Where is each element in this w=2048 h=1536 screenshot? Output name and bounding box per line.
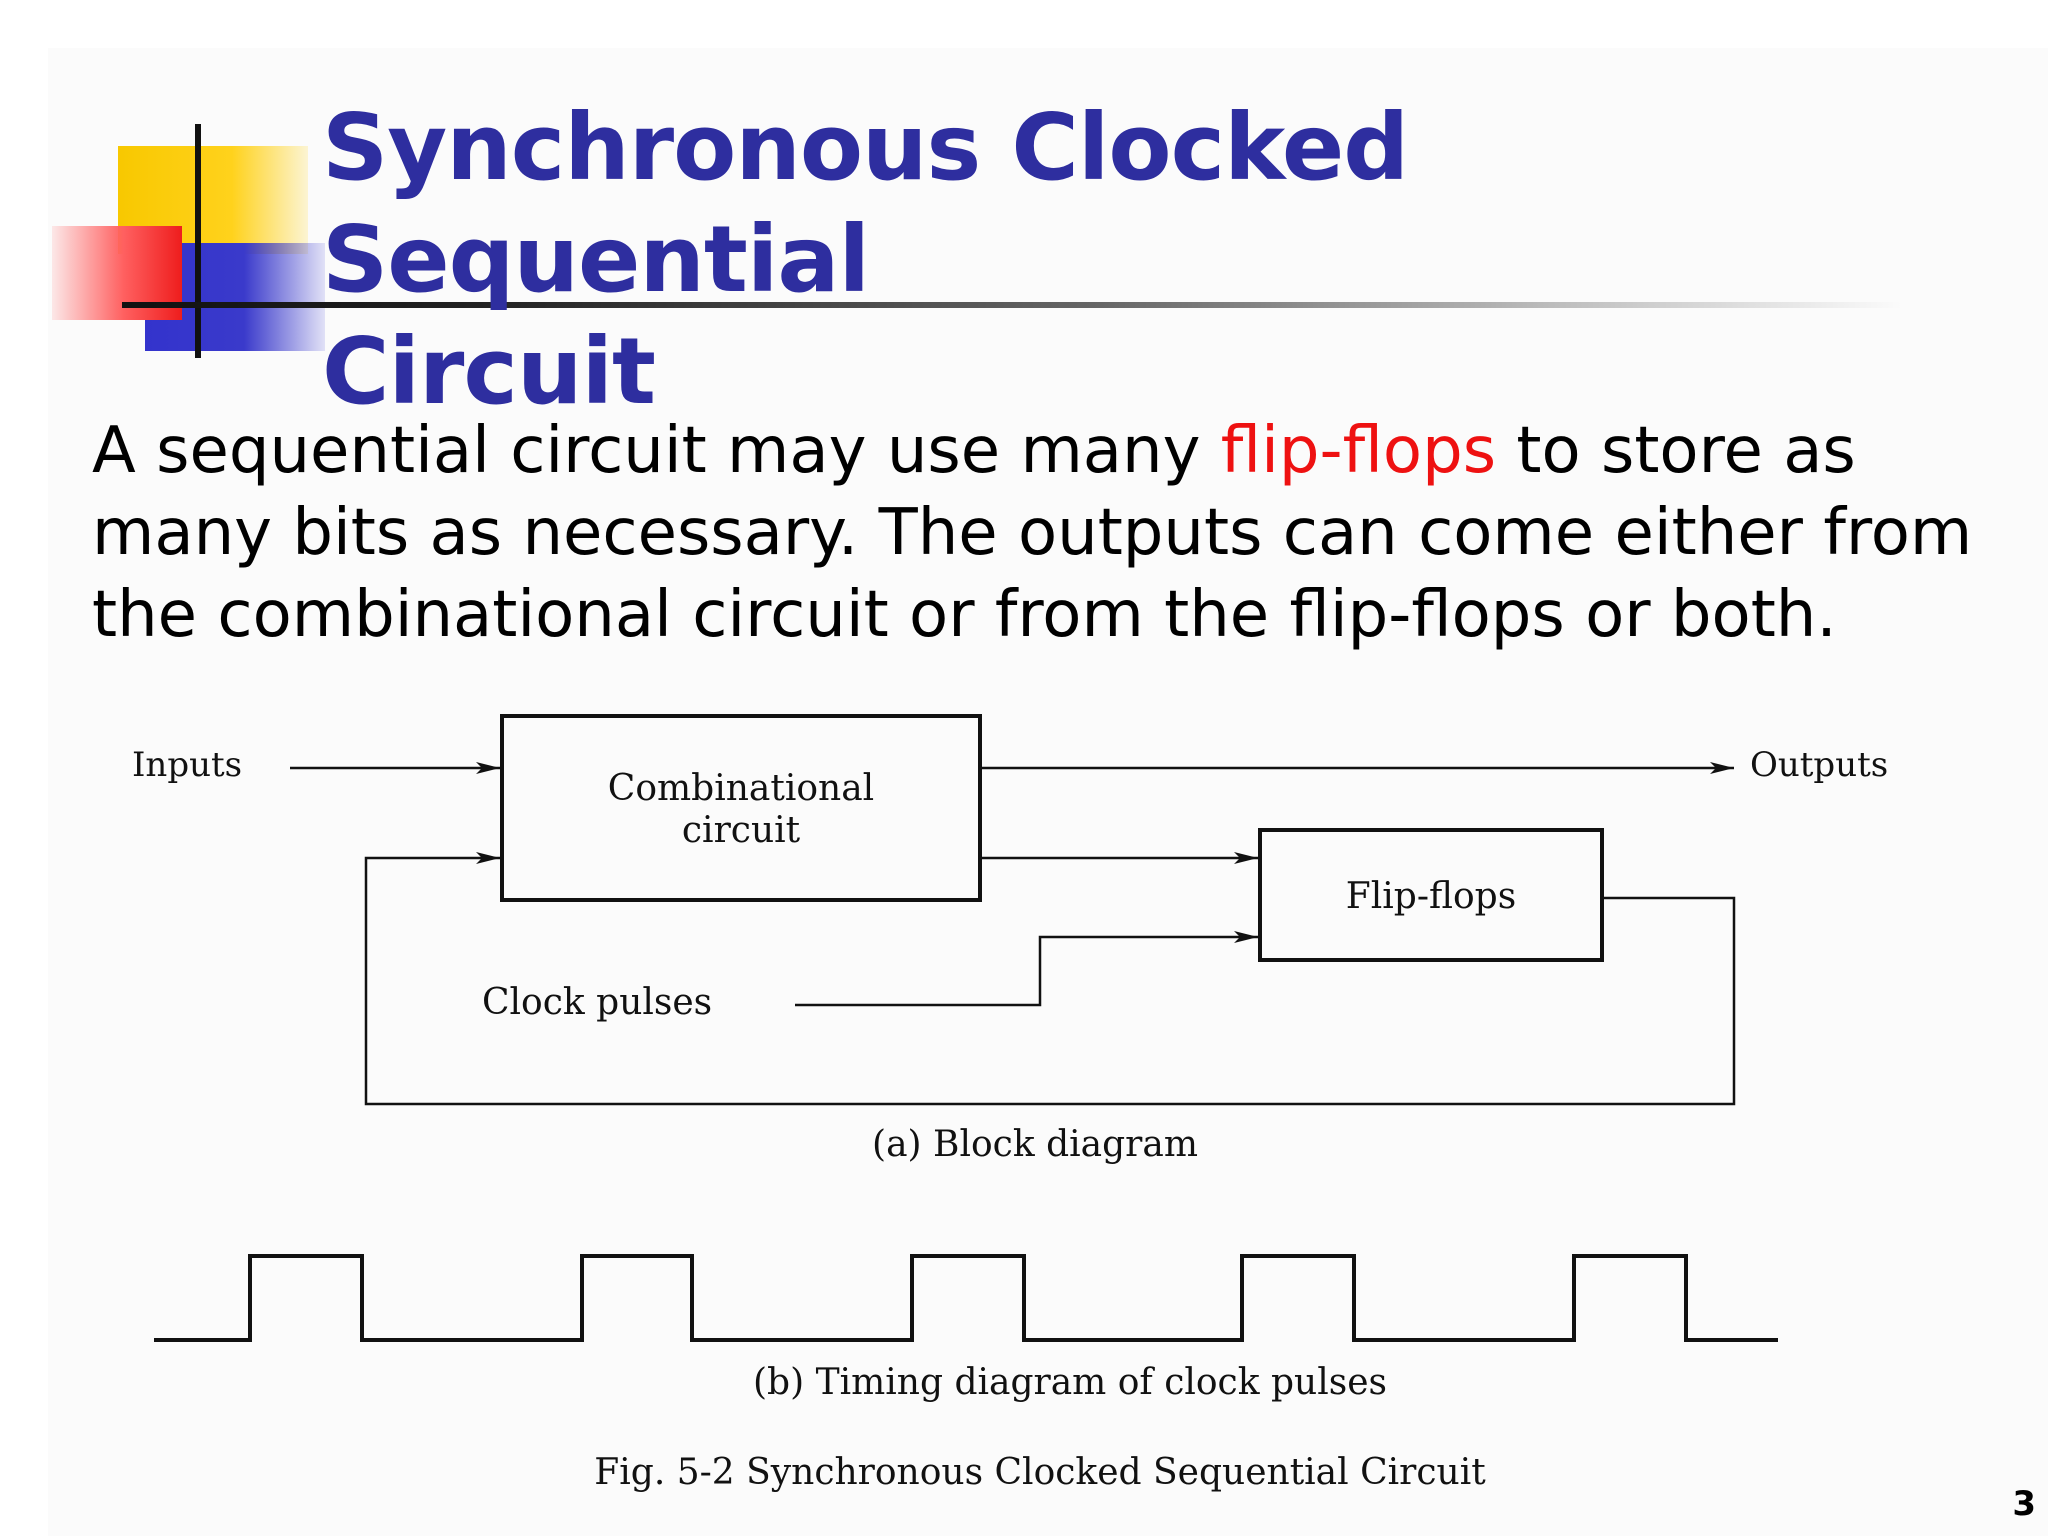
block-diagram-caption: (a) Block diagram bbox=[872, 1124, 1198, 1165]
flip-flops-label: Flip-flops bbox=[1346, 876, 1516, 917]
slide-title-line2: Circuit bbox=[322, 318, 656, 425]
inputs-label: Inputs bbox=[132, 745, 242, 785]
flip-flops-box bbox=[1258, 828, 1604, 962]
body-text-part2: to store as many bits as necessary. The … bbox=[92, 414, 1973, 652]
timing-diagram-caption: (b) Timing diagram of clock pulses bbox=[753, 1362, 1387, 1403]
figure-caption: Fig. 5-2 Synchronous Clocked Sequential … bbox=[594, 1452, 1486, 1493]
body-text-part1: A sequential circuit may use many bbox=[92, 414, 1221, 488]
page-number: 3 bbox=[2012, 1484, 2036, 1524]
slide-title-line1: Synchronous Clocked Sequential bbox=[322, 94, 1409, 313]
feedback-arrow bbox=[364, 852, 1736, 1106]
clock-timing-waveform bbox=[154, 1254, 1778, 1342]
decor-vertical-line bbox=[195, 124, 201, 358]
clock-arrow bbox=[795, 931, 1258, 1007]
body-paragraph: A sequential circuit may use many flip-f… bbox=[92, 410, 2012, 656]
slide-background bbox=[48, 48, 2048, 1536]
combinational-circuit-box bbox=[500, 714, 982, 902]
combinational-label-line2: circuit bbox=[682, 810, 801, 851]
outputs-label: Outputs bbox=[1750, 745, 1888, 785]
flip-flops-highlight: flip-flops bbox=[1220, 414, 1497, 488]
title-underline bbox=[122, 302, 1902, 308]
clock-pulses-label: Clock pulses bbox=[482, 982, 712, 1023]
slide-title: Synchronous Clocked Sequential Circuit bbox=[322, 92, 1922, 428]
combinational-label-line1: Combinational bbox=[608, 768, 874, 809]
